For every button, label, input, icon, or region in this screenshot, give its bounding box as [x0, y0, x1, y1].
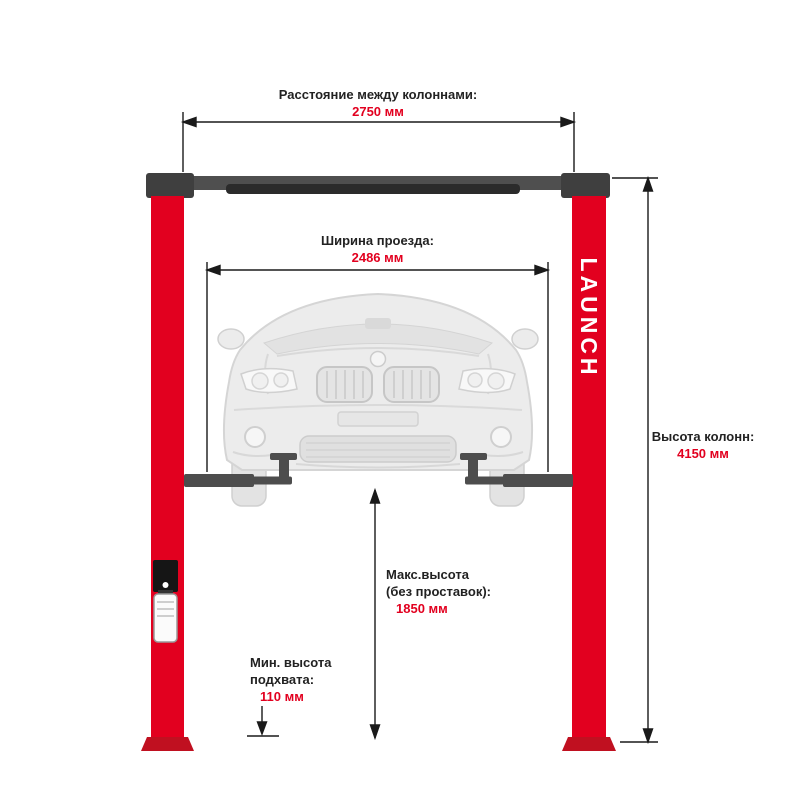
left-column — [151, 196, 184, 742]
car-lower-lip — [295, 463, 461, 469]
control-box — [153, 560, 178, 643]
car-right-foglight — [490, 426, 512, 448]
dim-column-height-label: Высота колонн: — [651, 429, 755, 444]
dim-min-pickup-label-line1: Мин. высота — [250, 655, 332, 670]
control-box-button — [162, 582, 169, 588]
right-column — [572, 196, 606, 742]
right-arm-extension — [465, 476, 509, 485]
car-rearview-mirror — [365, 318, 391, 329]
right-base-plate — [562, 737, 616, 751]
car-right-corner-crease — [483, 451, 524, 457]
car-grille-slats — [326, 370, 431, 399]
car-left-headlight-ring2 — [273, 372, 289, 388]
left-arm-main — [184, 474, 254, 487]
car-right-mirror — [511, 328, 539, 350]
left-arm-pad — [270, 453, 297, 460]
right-arm-post — [468, 459, 478, 477]
dim-drive-width-lines — [204, 262, 551, 472]
dim-min-pickup-value: 110 мм — [260, 689, 304, 704]
dimension-lines — [180, 112, 658, 745]
left-arm-extension — [248, 476, 292, 485]
dim-min-pickup-text: Мин. высота подхвата: 110 мм — [250, 654, 340, 705]
dim-drive-width-label: Ширина проезда: — [321, 233, 434, 248]
dim-max-height-label-line1: Макс.высота — [386, 567, 469, 582]
dim-column-height-lines — [612, 175, 658, 745]
right-column-cap — [561, 173, 610, 198]
car-center-intake — [299, 435, 457, 463]
dim-max-height-text: Макс.высота (без проставок): 1850 мм — [386, 566, 506, 617]
dim-max-height-value: 1850 мм — [396, 601, 448, 616]
car-left-foglight — [244, 426, 266, 448]
car-bumper-line — [233, 404, 523, 411]
dim-min-pickup-label-line2: подхвата: — [250, 672, 315, 687]
dim-max-height-label-line2: (без проставок): — [386, 584, 491, 599]
dim-column-distance-text: Расстояние между колоннами: 2750 мм — [182, 86, 574, 120]
dim-drive-width-text: Ширина проезда: 2486 мм — [207, 232, 548, 266]
power-unit-ribs — [157, 601, 174, 617]
car-right-headlight-ring — [487, 372, 505, 390]
dim-drive-width-value: 2486 мм — [351, 250, 404, 265]
car-left-mirror — [217, 328, 245, 350]
dim-column-height-text: Высота колонн: 4150 мм — [648, 428, 758, 462]
dim-max-height-lines — [369, 487, 381, 741]
power-unit-cap — [158, 590, 173, 595]
power-unit-tank — [153, 593, 178, 643]
dim-column-distance-value: 2750 мм — [352, 104, 404, 119]
car-left-headlight-ring — [251, 372, 269, 390]
car-intake-mesh — [306, 442, 450, 458]
car-hood-crease — [276, 347, 480, 357]
car-right-headlight-ring2 — [467, 372, 483, 388]
brand-logo-text: LAUNCH — [576, 257, 602, 379]
left-arm-post — [279, 459, 289, 477]
dim-column-distance-label: Расстояние между колоннами: — [278, 87, 478, 102]
car-windshield — [262, 323, 494, 355]
right-arm-main — [503, 474, 573, 487]
crossbeam-strip — [226, 184, 520, 194]
dim-column-height-value: 4150 мм — [677, 446, 729, 461]
control-box-housing — [153, 560, 178, 592]
car-left-corner-crease — [232, 451, 273, 457]
dim-column-distance-lines — [180, 112, 577, 172]
car-license-slot — [337, 411, 419, 427]
lift-structure — [141, 173, 616, 751]
lift-arms — [184, 453, 573, 487]
car-illustration — [217, 292, 539, 507]
right-arm-pad — [460, 453, 487, 460]
car-badge — [369, 350, 387, 368]
dim-min-pickup-lines — [247, 706, 279, 737]
left-base-plate — [141, 737, 194, 751]
left-column-cap — [146, 173, 194, 198]
